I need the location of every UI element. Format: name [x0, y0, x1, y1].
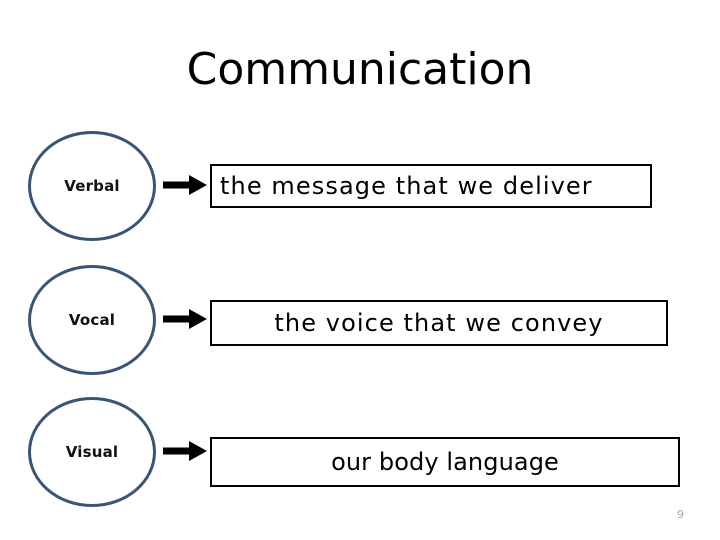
- page-number: 9: [677, 508, 684, 521]
- text-box-visual[interactable]: our body language: [210, 437, 680, 487]
- text-box-vocal-label: the voice that we convey: [274, 309, 604, 337]
- diagram-row-verbal: Verbal the message that we deliver: [0, 128, 720, 248]
- diagram-row-visual: Visual our body language: [0, 394, 720, 514]
- circle-shape-verbal[interactable]: Verbal: [28, 131, 156, 241]
- text-box-verbal[interactable]: the message that we deliver: [210, 164, 652, 208]
- circle-shape-vocal[interactable]: Vocal: [28, 265, 156, 375]
- circle-label-verbal: Verbal: [64, 176, 120, 195]
- right-arrow-icon: [163, 440, 207, 462]
- right-arrow-icon: [163, 308, 207, 330]
- diagram-row-vocal: Vocal the voice that we convey: [0, 262, 720, 382]
- circle-shape-visual[interactable]: Visual: [28, 397, 156, 507]
- circle-label-visual: Visual: [65, 442, 119, 461]
- page-title: Communication: [186, 44, 534, 95]
- circle-label-vocal: Vocal: [68, 310, 116, 329]
- text-box-verbal-label: the message that we deliver: [220, 172, 593, 200]
- text-box-visual-label: our body language: [331, 448, 559, 476]
- text-box-vocal[interactable]: the voice that we convey: [210, 300, 668, 346]
- right-arrow-icon: [163, 174, 207, 196]
